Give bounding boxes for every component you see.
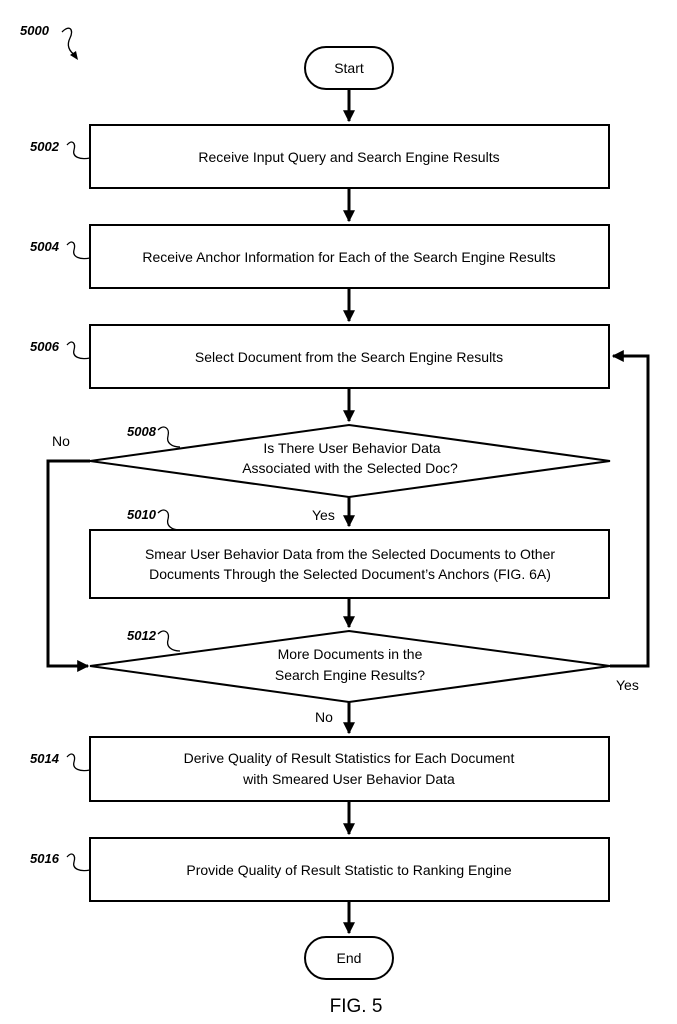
ref-5004-leader	[66, 241, 91, 260]
ref-5016: 5016	[30, 851, 60, 866]
ref-5006-leader	[66, 341, 91, 360]
ref-5012: 5012	[127, 628, 157, 643]
step-5006-box	[89, 324, 610, 389]
step-5004-label: Receive Anchor Information for Each of t…	[142, 249, 555, 265]
step-5010-box	[89, 529, 610, 599]
step-5006-label: Select Document from the Search Engine R…	[195, 349, 503, 365]
step-5014-box	[89, 736, 610, 802]
ref-5014: 5014	[30, 751, 60, 766]
end-label: End	[337, 950, 362, 966]
ref-5006: 5006	[30, 339, 60, 354]
step-5016-box	[89, 837, 610, 902]
step-5010-line-1: Smear User Behavior Data from the Select…	[145, 546, 555, 562]
step-5016-label: Provide Quality of Result Statistic to R…	[186, 862, 511, 878]
edge-label-5012-yes: Yes	[616, 677, 639, 693]
ref-5014-leader	[66, 753, 91, 772]
figure-id-leader	[61, 27, 77, 57]
figure-id: 5000	[20, 23, 50, 38]
start-label: Start	[334, 60, 364, 76]
step-5002-label: Receive Input Query and Search Engine Re…	[198, 149, 499, 165]
decision-5012-line-2: Search Engine Results?	[275, 667, 425, 683]
ref-5010-leader	[157, 509, 181, 531]
end-terminal	[304, 936, 394, 980]
edge-5012-yes-to-5006	[610, 350, 650, 668]
ref-5008: 5008	[127, 424, 157, 439]
ref-5004: 5004	[30, 239, 60, 254]
ref-5002: 5002	[30, 139, 60, 154]
decision-5008-line-1: Is There User Behavior Data	[263, 440, 440, 456]
ref-5016-leader	[66, 853, 91, 872]
step-5002-box	[89, 124, 610, 189]
edge-label-5008-no: No	[52, 433, 70, 449]
step-5010-line-2: Documents Through the Selected Document’…	[149, 566, 551, 582]
ref-5010: 5010	[127, 507, 157, 522]
step-5004-box	[89, 224, 610, 289]
decision-5012-line-1: More Documents in the	[278, 646, 423, 662]
figure-id-arrowhead	[70, 51, 78, 60]
edge-label-5008-yes: Yes	[312, 507, 335, 523]
ref-5002-leader	[66, 141, 91, 160]
edge-5008-no-to-5012	[46, 459, 90, 672]
step-5014-line-1: Derive Quality of Result Statistics for …	[184, 750, 515, 766]
ref-5012-leader	[157, 630, 181, 652]
decision-5008-line-2: Associated with the Selected Doc?	[242, 460, 458, 476]
ref-5008-leader	[157, 426, 181, 448]
edge-label-5012-no: No	[315, 709, 333, 725]
step-5014-line-2: with Smeared User Behavior Data	[242, 771, 455, 787]
figure-caption: FIG. 5	[330, 996, 383, 1017]
